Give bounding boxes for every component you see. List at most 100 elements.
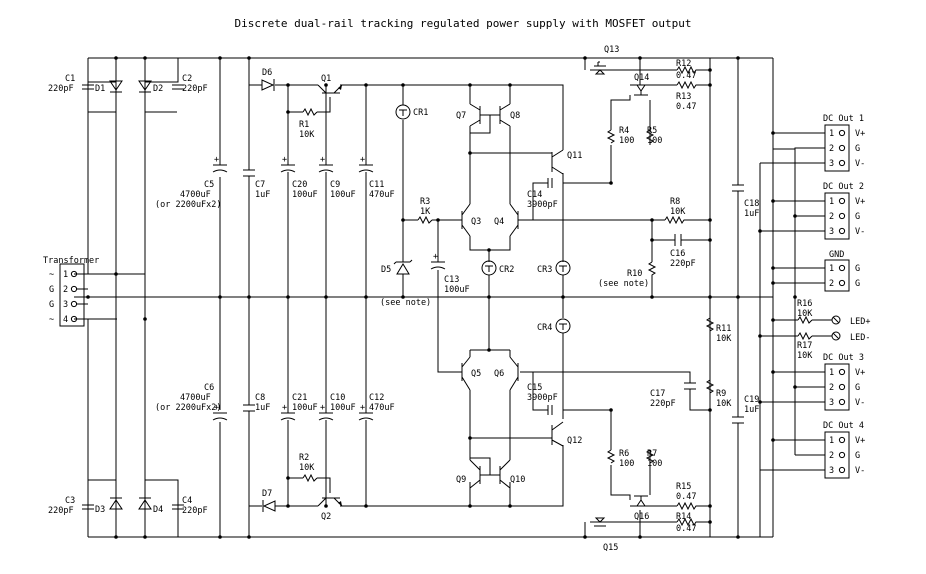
- svg-text:C21: C21: [292, 393, 307, 403]
- svg-text:C3: C3: [65, 496, 75, 506]
- svg-text:V-: V-: [855, 227, 865, 237]
- svg-text:100: 100: [647, 459, 662, 469]
- svg-text:R17: R17: [797, 341, 812, 351]
- svg-text:G: G: [855, 264, 860, 274]
- svg-text:DC Out 2: DC Out 2: [823, 182, 864, 192]
- svg-text:3: 3: [829, 159, 834, 169]
- svg-text:Q13: Q13: [604, 45, 619, 55]
- svg-text:D3: D3: [95, 505, 105, 515]
- svg-text:100uF: 100uF: [444, 285, 470, 295]
- svg-text:DC Out 1: DC Out 1: [823, 114, 864, 124]
- svg-text:Q5: Q5: [471, 369, 481, 379]
- svg-text:220pF: 220pF: [182, 84, 208, 94]
- svg-text:3: 3: [829, 227, 834, 237]
- error-amplifiers: Q7 Q8 Q3 Q4 CR2 Q5 Q6 Q9 Q10: [452, 103, 582, 489]
- svg-text:220pF: 220pF: [48, 506, 74, 516]
- reference-section: CR1 R3 1K D5 (see note) + C13 100uF: [380, 104, 470, 308]
- svg-text:C16: C16: [670, 249, 685, 259]
- svg-text:C9: C9: [330, 180, 340, 190]
- svg-text:C2: C2: [182, 74, 192, 84]
- svg-text:V+: V+: [855, 368, 865, 378]
- svg-text:0.47: 0.47: [676, 524, 696, 534]
- svg-text:1uF: 1uF: [744, 209, 759, 219]
- wiring: [74, 57, 832, 538]
- svg-text:4700uF: 4700uF: [180, 190, 211, 200]
- svg-text:10K: 10K: [716, 334, 732, 344]
- svg-text:220pF: 220pF: [48, 84, 74, 94]
- svg-text:C13: C13: [444, 275, 459, 285]
- svg-text:D7: D7: [262, 489, 272, 499]
- svg-text:0.47: 0.47: [676, 492, 696, 502]
- svg-text:10K: 10K: [299, 463, 315, 473]
- svg-text:10K: 10K: [716, 399, 732, 409]
- svg-text:100uF: 100uF: [330, 403, 356, 413]
- svg-text:(see note): (see note): [598, 279, 649, 289]
- svg-text:+: +: [214, 155, 219, 165]
- svg-text:R7: R7: [647, 449, 657, 459]
- svg-text:G: G: [855, 451, 860, 461]
- svg-text:Q8: Q8: [510, 111, 520, 121]
- svg-text:D4: D4: [153, 505, 163, 515]
- svg-text:1: 1: [829, 264, 834, 274]
- svg-text:100uF: 100uF: [292, 190, 318, 200]
- svg-text:C14: C14: [527, 190, 542, 200]
- svg-text:C8: C8: [255, 393, 265, 403]
- svg-text:R9: R9: [716, 389, 726, 399]
- svg-text:R1: R1: [299, 120, 309, 130]
- svg-text:1: 1: [829, 197, 834, 207]
- svg-text:+: +: [320, 403, 325, 413]
- svg-text:LED+: LED+: [850, 317, 870, 327]
- svg-text:R5: R5: [647, 126, 657, 136]
- svg-text:1: 1: [63, 270, 68, 280]
- svg-text:4700uF: 4700uF: [180, 393, 211, 403]
- svg-text:D5: D5: [381, 265, 391, 275]
- svg-text:1: 1: [829, 368, 834, 378]
- svg-text:Q15: Q15: [603, 543, 618, 553]
- svg-text:C12: C12: [369, 393, 384, 403]
- svg-text:220pF: 220pF: [182, 506, 208, 516]
- svg-text:R13: R13: [676, 92, 691, 102]
- svg-text:R4: R4: [619, 126, 629, 136]
- svg-text:470uF: 470uF: [369, 190, 395, 200]
- svg-text:D6: D6: [262, 68, 272, 78]
- svg-text:Q6: Q6: [494, 369, 504, 379]
- svg-text:CR2: CR2: [499, 265, 514, 275]
- svg-text:10K: 10K: [797, 351, 813, 361]
- svg-text:G: G: [855, 279, 860, 289]
- svg-text:2: 2: [829, 144, 834, 154]
- svg-text:CR1: CR1: [413, 108, 428, 118]
- svg-text:R15: R15: [676, 482, 691, 492]
- svg-text:C18: C18: [744, 199, 759, 209]
- output-connectors: DC Out 1 1 2 3 V+ G V- DC Out 2 1 2 3 V+…: [797, 114, 870, 479]
- svg-text:Q9: Q9: [456, 475, 466, 485]
- svg-text:+: +: [433, 252, 438, 262]
- svg-text:(or 2200uFx2): (or 2200uFx2): [155, 200, 222, 210]
- svg-text:R14: R14: [676, 512, 691, 522]
- svg-text:100: 100: [619, 459, 634, 469]
- svg-text:10K: 10K: [299, 130, 315, 140]
- svg-text:C5: C5: [204, 180, 214, 190]
- svg-text:R8: R8: [670, 197, 680, 207]
- svg-text:DC Out 3: DC Out 3: [823, 353, 864, 363]
- svg-text:2: 2: [829, 451, 834, 461]
- svg-text:C10: C10: [330, 393, 345, 403]
- svg-text:R3: R3: [420, 197, 430, 207]
- transformer-label: Transformer: [43, 256, 99, 266]
- bulk-capacitors: + + C5 4700uF (or 2200uFx2) C6 4700uF (o…: [155, 155, 395, 421]
- svg-text:+: +: [282, 155, 287, 165]
- svg-text:+: +: [360, 155, 365, 165]
- junction-dots: [86, 56, 797, 539]
- svg-text:+: +: [282, 403, 287, 413]
- svg-text:3900pF: 3900pF: [527, 200, 558, 210]
- svg-text:G: G: [855, 383, 860, 393]
- svg-text:~: ~: [49, 315, 54, 325]
- svg-text:C1: C1: [65, 74, 75, 84]
- svg-text:C11: C11: [369, 180, 384, 190]
- svg-text:100: 100: [619, 136, 634, 146]
- svg-text:C4: C4: [182, 496, 192, 506]
- svg-text:C17: C17: [650, 389, 665, 399]
- svg-text:V+: V+: [855, 197, 865, 207]
- diagram-title: Discrete dual-rail tracking regulated po…: [234, 17, 692, 30]
- svg-text:Q3: Q3: [471, 217, 481, 227]
